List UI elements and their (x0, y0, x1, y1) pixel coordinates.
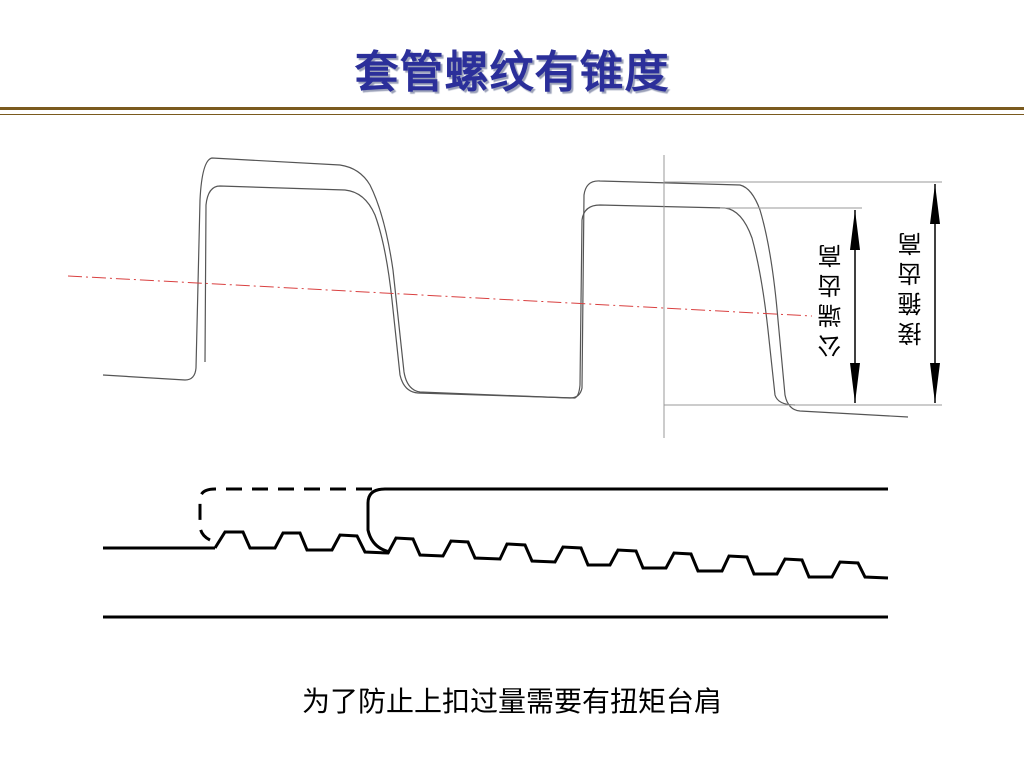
taper-centerline (67, 275, 813, 317)
coupling-height-arrow-bottom (930, 363, 940, 403)
pin-thread-height-label: 公端齿高 (818, 238, 846, 358)
shoulder-dashed-outline (198, 487, 372, 542)
title-divider-thin (0, 114, 1024, 115)
coupling-outline (366, 487, 888, 554)
title-divider-thick (0, 107, 1024, 110)
pin-height-arrow-top (850, 210, 860, 250)
pin-height-arrow-bottom (850, 363, 860, 403)
thread-teeth (213, 530, 889, 580)
slide-title: 套管螺纹有锥度 (354, 47, 670, 98)
thread-profile-inner (204, 185, 796, 406)
slide-caption: 为了防止上扣过量需要有扭矩台肩 (301, 685, 722, 718)
coupling-height-arrow-top (930, 184, 940, 224)
coupling-thread-height-label: 接箍齿高 (898, 226, 926, 346)
thread-profile-outer (102, 157, 909, 418)
